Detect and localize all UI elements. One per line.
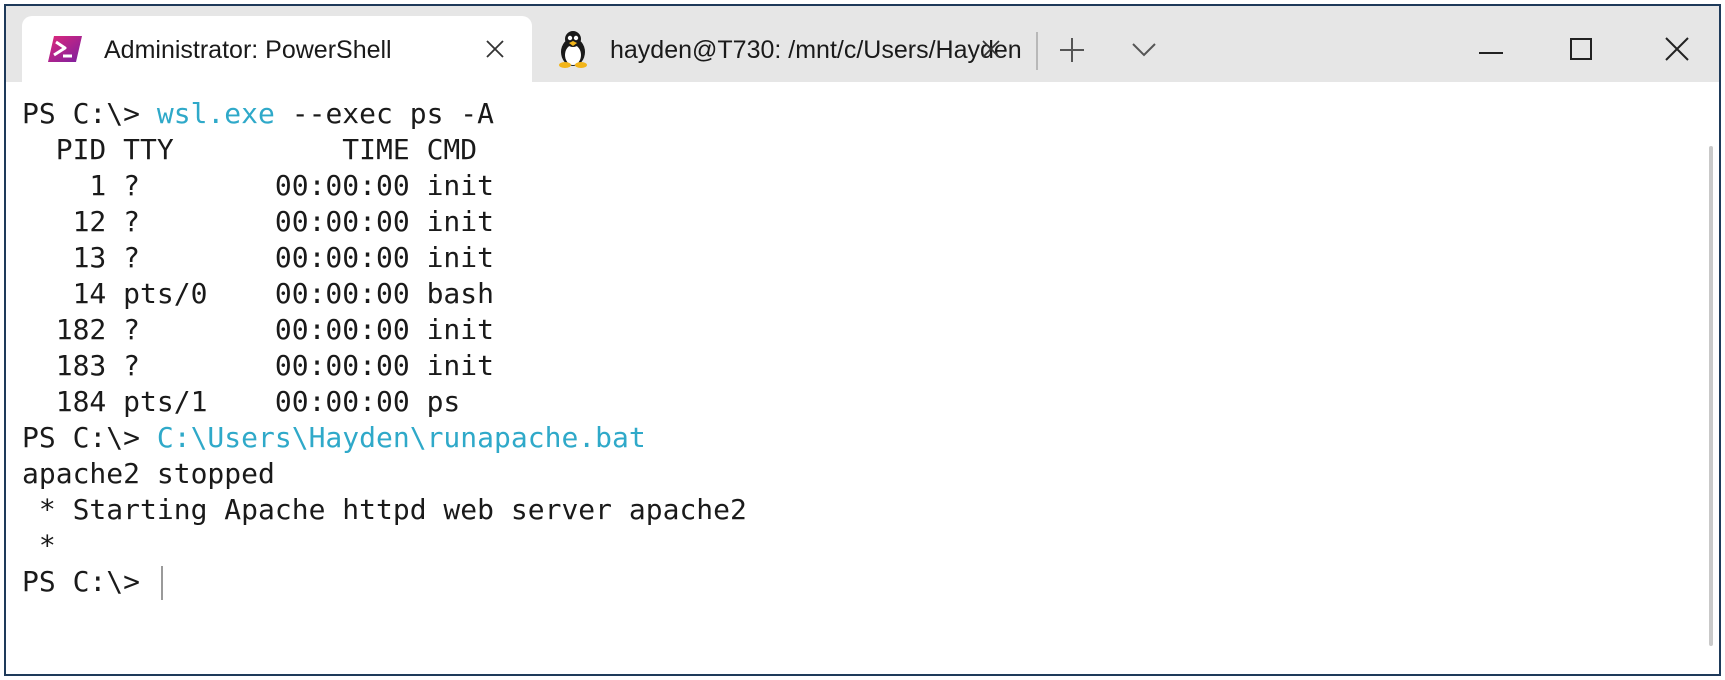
terminal-line: 183 ? 00:00:00 init: [22, 349, 495, 382]
command-text: C:\Users\Hayden\runapache.bat: [156, 421, 646, 454]
linux-tux-icon: [556, 30, 590, 68]
terminal-line: 182 ? 00:00:00 init: [22, 313, 495, 346]
terminal-line: PID TTY TIME CMD: [22, 133, 478, 166]
minimize-button[interactable]: [1466, 26, 1516, 76]
minimize-icon: [1479, 42, 1503, 60]
tab-title: Administrator: PowerShell: [104, 36, 392, 64]
profile-dropdown-button[interactable]: [1124, 32, 1164, 72]
scrollbar[interactable]: [1709, 146, 1713, 646]
prompt-text: PS C:\>: [22, 565, 157, 598]
terminal-line: apache2 stopped: [22, 457, 275, 490]
plus-icon: [1059, 37, 1085, 68]
powershell-icon: [48, 34, 84, 64]
terminal-line-prompt: PS C:\> wsl.exe --exec ps -A: [22, 94, 494, 134]
terminal-window: Administrator: PowerShell: [4, 4, 1721, 676]
prompt-text: PS C:\>: [22, 421, 157, 454]
terminal-output[interactable]: PS C:\> wsl.exe --exec ps -A PID TTY TIM…: [6, 82, 1719, 674]
prompt-text: PS C:\>: [22, 97, 157, 130]
tab-powershell[interactable]: Administrator: PowerShell: [22, 16, 532, 82]
maximize-button[interactable]: [1556, 26, 1606, 76]
terminal-line-prompt: PS C:\>: [22, 562, 163, 602]
tab-linux[interactable]: hayden@T730: /mnt/c/Users/Hayden: [550, 16, 1022, 82]
chevron-down-icon: [1132, 42, 1156, 62]
terminal-line-prompt: PS C:\> C:\Users\Hayden\runapache.bat: [22, 418, 646, 458]
close-window-button[interactable]: [1652, 26, 1702, 76]
title-bar: Administrator: PowerShell: [6, 6, 1719, 82]
tab-title: hayden@T730: /mnt/c/Users/Hayden: [610, 36, 1022, 64]
terminal-line: 14 pts/0 00:00:00 bash: [22, 277, 495, 310]
new-tab-button[interactable]: [1052, 32, 1092, 72]
text-cursor: [160, 566, 163, 600]
terminal-line: 13 ? 00:00:00 init: [22, 241, 495, 274]
terminal-line: 12 ? 00:00:00 init: [22, 205, 495, 238]
close-icon: [1665, 36, 1689, 66]
terminal-line: *: [22, 529, 56, 562]
tab-separator: [1036, 32, 1038, 70]
terminal-line: 1 ? 00:00:00 init: [22, 169, 495, 202]
terminal-line: * Starting Apache httpd web server apach…: [22, 493, 747, 526]
tab-close-icon[interactable]: [478, 32, 512, 66]
terminal-line: 184 pts/1 00:00:00 ps: [22, 385, 461, 418]
command-text: wsl.exe: [156, 97, 275, 130]
maximize-icon: [1570, 37, 1592, 65]
tab-close-icon[interactable]: [974, 32, 1008, 66]
command-args: --exec ps -A: [274, 97, 495, 130]
